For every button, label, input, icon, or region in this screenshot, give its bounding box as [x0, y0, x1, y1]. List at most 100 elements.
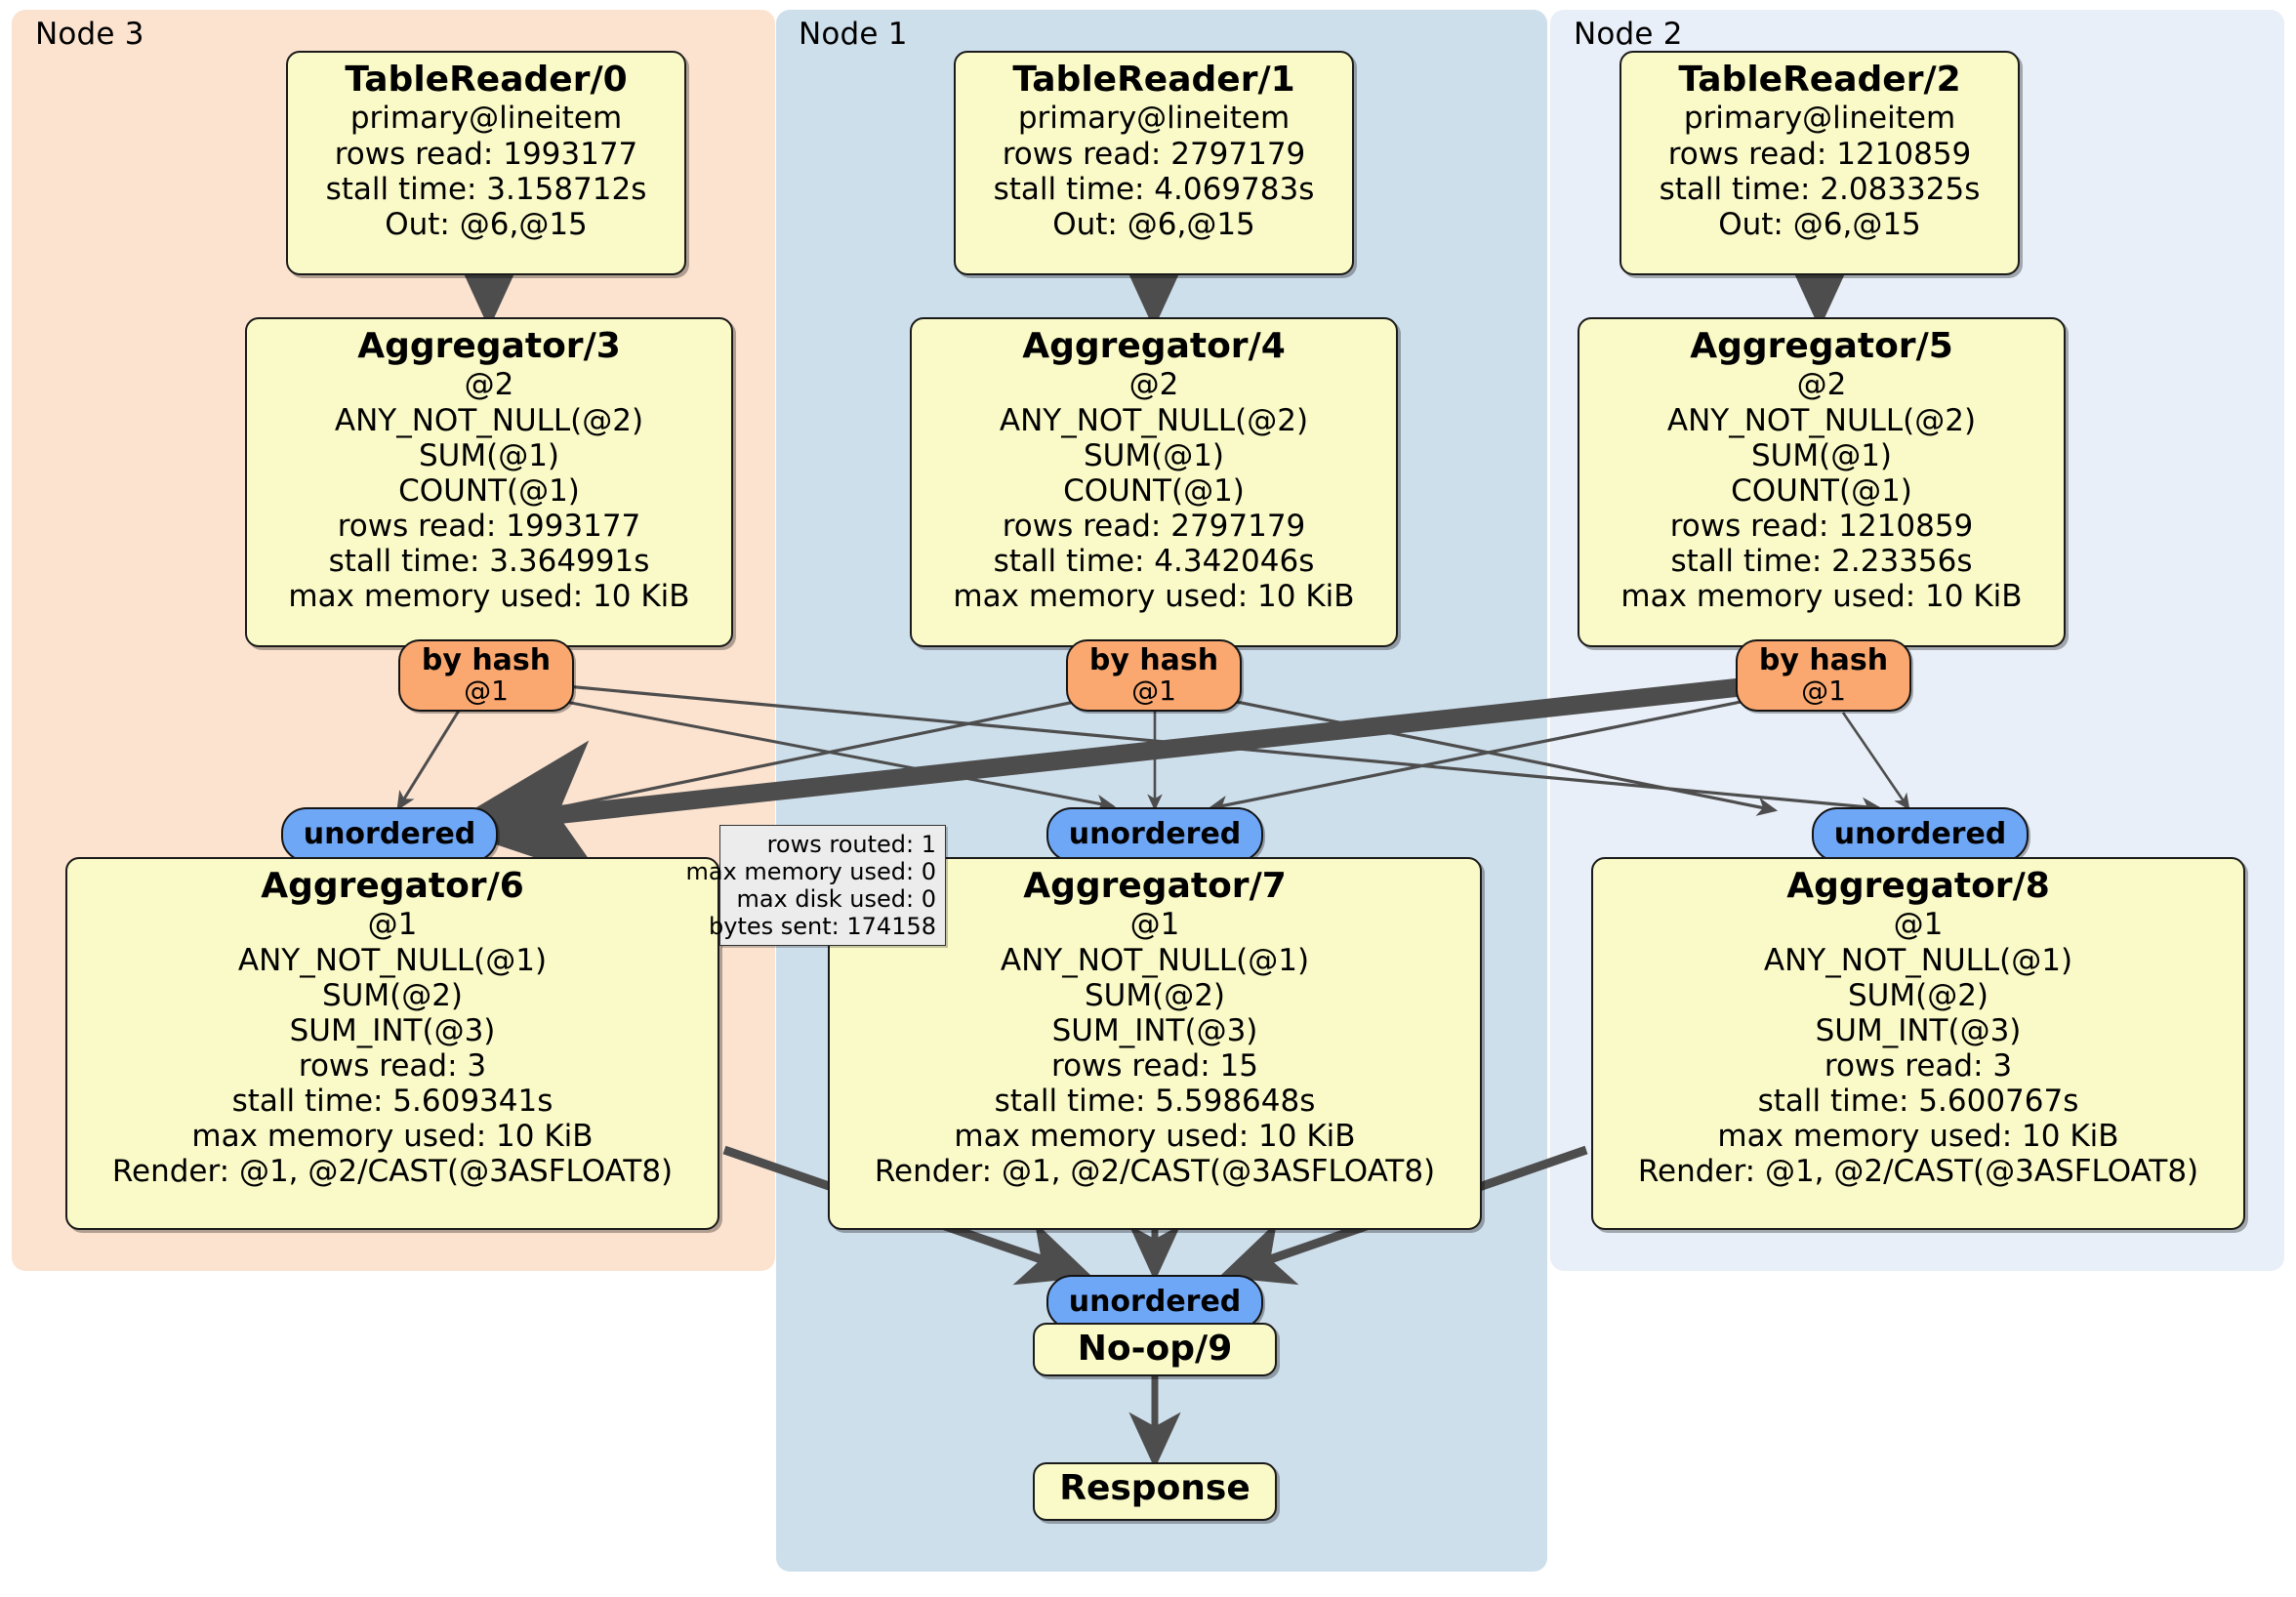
operator-detail-line: @1 [367, 907, 418, 943]
operator-aggregator-5[interactable]: Aggregator/5 @2 ANY_NOT_NULL(@2) SUM(@1)… [1578, 317, 2066, 647]
operator-detail-line: Out: @6,@15 [385, 206, 588, 242]
operator-detail-line: ANY_NOT_NULL(@2) [1666, 402, 1977, 438]
operator-detail-line: rows read: 2797179 [1002, 136, 1306, 172]
router-column: @1 [464, 675, 509, 708]
router-by-hash-3[interactable]: by hash @1 [398, 639, 574, 712]
operator-detail-line: stall time: 2.23356s [1670, 544, 1973, 580]
operator-detail-line: SUM(@2) [1847, 977, 1989, 1013]
operator-detail-line: ANY_NOT_NULL(@2) [334, 402, 644, 438]
operator-detail-line: SUM(@2) [321, 977, 464, 1013]
operator-detail-line: COUNT(@1) [1731, 472, 1912, 509]
operator-detail-line: ANY_NOT_NULL(@1) [1763, 942, 2073, 978]
operator-detail-line: Out: @6,@15 [1052, 206, 1255, 242]
operator-noop-9[interactable]: No-op/9 [1033, 1323, 1277, 1376]
operator-detail-line: SUM(@2) [1084, 977, 1226, 1013]
router-column: @1 [1131, 675, 1176, 708]
operator-tablereader-1[interactable]: TableReader/1 primary@lineitem rows read… [954, 51, 1354, 275]
stream-label: unordered [1833, 817, 2007, 852]
operator-tablereader-0[interactable]: TableReader/0 primary@lineitem rows read… [286, 51, 686, 275]
operator-title: Aggregator/4 [1022, 326, 1286, 366]
operator-detail-line: ANY_NOT_NULL(@1) [1000, 942, 1310, 978]
operator-detail-line: stall time: 3.158712s [325, 171, 647, 207]
router-stats-tooltip: rows routed: 1 max memory used: 0 max di… [685, 825, 946, 946]
stream-label: unordered [303, 817, 476, 852]
stream-unordered-8[interactable]: unordered [1812, 807, 2029, 862]
operator-detail-line: SUM(@1) [1750, 437, 1893, 473]
operator-detail-line: stall time: 5.600767s [1757, 1084, 2079, 1120]
cluster-label-node-2: Node 2 [1574, 17, 1683, 52]
operator-detail-line: max memory used: 10 KiB [288, 579, 690, 615]
operator-detail-line: max memory used: 10 KiB [191, 1119, 594, 1155]
stream-label: unordered [1068, 1285, 1242, 1320]
operator-detail-line: primary@lineitem [1017, 101, 1291, 137]
operator-detail-line: @1 [1129, 907, 1180, 943]
operator-detail-line: COUNT(@1) [398, 472, 580, 509]
operator-aggregator-3[interactable]: Aggregator/3 @2 ANY_NOT_NULL(@2) SUM(@1)… [245, 317, 733, 647]
operator-title: TableReader/0 [345, 60, 628, 100]
operator-title: Aggregator/3 [357, 326, 621, 366]
operator-detail-line: stall time: 4.342046s [993, 544, 1315, 580]
router-column: @1 [1801, 675, 1846, 708]
operator-aggregator-8[interactable]: Aggregator/8 @1 ANY_NOT_NULL(@1) SUM(@2)… [1591, 857, 2245, 1230]
operator-title: Aggregator/8 [1786, 866, 2050, 906]
operator-detail-line: SUM_INT(@3) [289, 1012, 496, 1048]
operator-title: Aggregator/5 [1690, 326, 1953, 366]
operator-detail-line: max memory used: 10 KiB [954, 1119, 1356, 1155]
operator-detail-line: rows read: 1210859 [1667, 136, 1972, 172]
operator-detail-line: COUNT(@1) [1063, 472, 1245, 509]
operator-response[interactable]: Response [1033, 1462, 1277, 1521]
operator-title: No-op/9 [1077, 1329, 1233, 1369]
router-label: by hash [421, 643, 552, 678]
operator-detail-line: primary@lineitem [1683, 101, 1956, 137]
operator-detail-line: SUM(@1) [418, 437, 560, 473]
operator-detail-line: rows read: 1993177 [337, 508, 641, 544]
stats-line: bytes sent: 174158 [709, 913, 936, 941]
operator-detail-line: rows read: 1993177 [334, 136, 638, 172]
operator-detail-line: rows read: 2797179 [1002, 508, 1306, 544]
operator-detail-line: @2 [464, 367, 514, 403]
operator-detail-line: @2 [1796, 367, 1847, 403]
operator-aggregator-6[interactable]: Aggregator/6 @1 ANY_NOT_NULL(@1) SUM(@2)… [65, 857, 719, 1230]
cluster-label-node-1: Node 1 [799, 17, 908, 52]
router-label: by hash [1088, 643, 1219, 678]
operator-aggregator-4[interactable]: Aggregator/4 @2 ANY_NOT_NULL(@2) SUM(@1)… [910, 317, 1398, 647]
operator-detail-line: Render: @1, @2/CAST(@3ASFLOAT8) [1637, 1154, 2199, 1190]
operator-detail-line: @2 [1128, 367, 1179, 403]
router-by-hash-5[interactable]: by hash @1 [1736, 639, 1911, 712]
router-by-hash-4[interactable]: by hash @1 [1066, 639, 1242, 712]
operator-title: TableReader/2 [1678, 60, 1961, 100]
stats-line: max memory used: 0 [685, 858, 936, 886]
operator-detail-line: stall time: 5.598648s [994, 1084, 1316, 1120]
operator-tablereader-2[interactable]: TableReader/2 primary@lineitem rows read… [1620, 51, 2020, 275]
operator-detail-line: Out: @6,@15 [1718, 206, 1921, 242]
router-label: by hash [1758, 643, 1889, 678]
operator-detail-line: max memory used: 10 KiB [1717, 1119, 2119, 1155]
operator-detail-line: rows read: 3 [298, 1047, 487, 1084]
operator-detail-line: Render: @1, @2/CAST(@3ASFLOAT8) [111, 1154, 674, 1190]
stats-line: rows routed: 1 [766, 831, 936, 858]
operator-detail-line: ANY_NOT_NULL(@1) [237, 942, 548, 978]
stream-unordered-7[interactable]: unordered [1046, 807, 1263, 862]
operator-detail-line: Render: @1, @2/CAST(@3ASFLOAT8) [874, 1154, 1436, 1190]
operator-detail-line: stall time: 4.069783s [993, 171, 1315, 207]
operator-detail-line: rows read: 3 [1824, 1047, 2013, 1084]
operator-detail-line: primary@lineitem [349, 101, 623, 137]
operator-detail-line: rows read: 1210859 [1669, 508, 1974, 544]
operator-detail-line: stall time: 2.083325s [1659, 171, 1981, 207]
operator-title: Aggregator/7 [1023, 866, 1287, 906]
operator-detail-line: stall time: 3.364991s [328, 544, 650, 580]
operator-title: Aggregator/6 [261, 866, 524, 906]
operator-detail-line: SUM_INT(@3) [1815, 1012, 2022, 1048]
operator-detail-line: max memory used: 10 KiB [1620, 579, 2023, 615]
operator-detail-line: SUM(@1) [1083, 437, 1225, 473]
operator-detail-line: stall time: 5.609341s [231, 1084, 554, 1120]
operator-detail-line: @1 [1893, 907, 1944, 943]
stream-label: unordered [1068, 817, 1242, 852]
operator-detail-line: max memory used: 10 KiB [953, 579, 1355, 615]
operator-detail-line: rows read: 15 [1051, 1047, 1258, 1084]
stream-unordered-6[interactable]: unordered [281, 807, 498, 862]
stats-line: max disk used: 0 [736, 885, 936, 914]
stream-unordered-9[interactable]: unordered [1046, 1275, 1263, 1330]
operator-detail-line: SUM_INT(@3) [1051, 1012, 1258, 1048]
